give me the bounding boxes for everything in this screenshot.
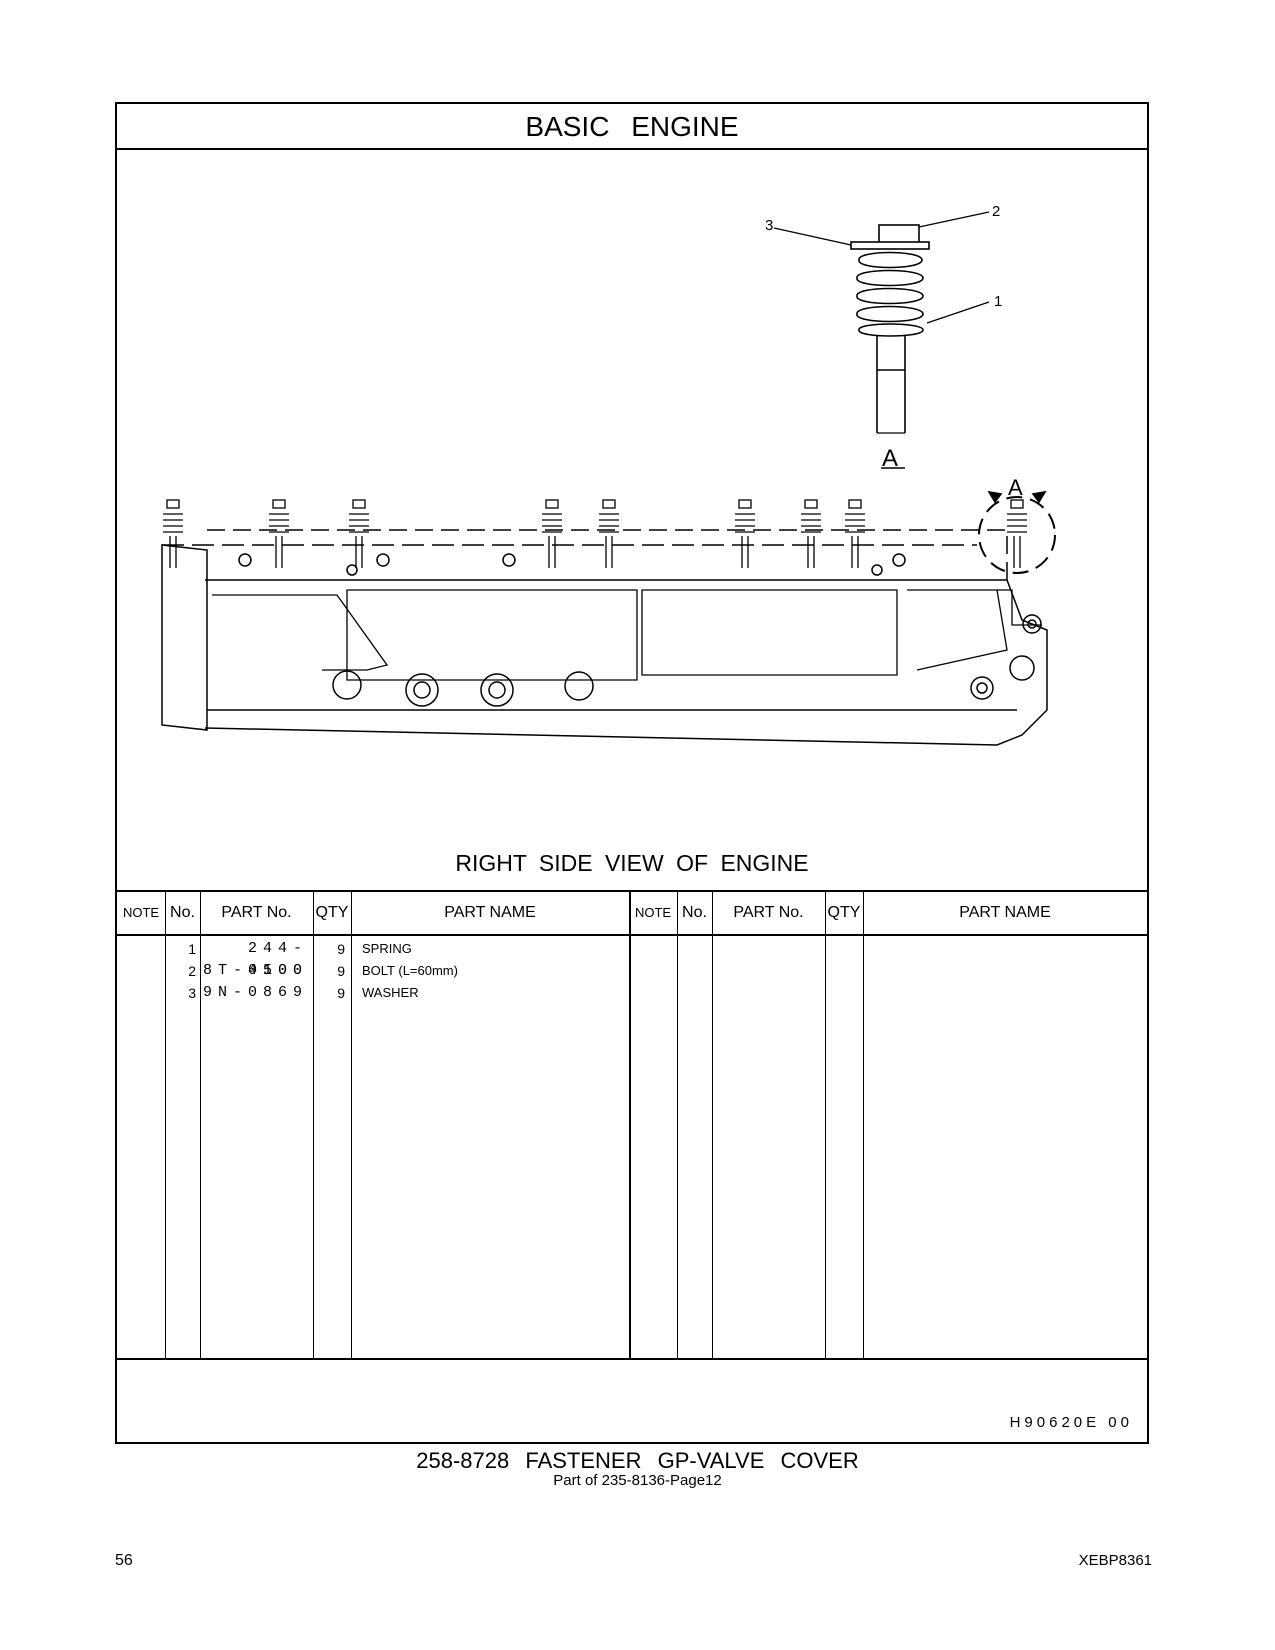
- document-number: XEBP8361: [1078, 1552, 1152, 1569]
- column-divider: [200, 892, 201, 1358]
- figure-code: H90620E 00: [1009, 1414, 1133, 1431]
- column-divider: [712, 892, 713, 1358]
- column-divider: [313, 892, 314, 1358]
- column-divider: [351, 892, 352, 1358]
- column-divider: [629, 892, 631, 1358]
- view-caption: RIGHT SIDE VIEW OF ENGINE: [455, 850, 809, 876]
- row-part-no: 8T-0100: [202, 962, 308, 979]
- parts-table: NOTE No. PART No. QTY PART NAME NOTE No.…: [117, 890, 1147, 1360]
- header-no: No.: [170, 904, 195, 921]
- row-qty: 9: [337, 985, 345, 1001]
- table-header: NOTE No. PART No. QTY PART NAME NOTE No.…: [117, 892, 1147, 936]
- callout-3: 3: [765, 217, 773, 234]
- callout-2: 2: [992, 203, 1000, 220]
- engine-side-drawing: [161, 529, 1048, 746]
- engine-illustration: 3 2 1 A A RIGHT SIDE VIEW OF ENGINE: [117, 150, 1147, 890]
- detail-circle-marker: [978, 496, 1056, 574]
- header-part-no-2: PART No.: [733, 904, 804, 921]
- header-qty: QTY: [315, 904, 349, 921]
- row-no: 2: [188, 963, 196, 979]
- column-divider: [165, 892, 166, 1358]
- group-name: 258-8728 FASTENER GP-VALVE COVER: [416, 1448, 859, 1473]
- detail-label: A: [882, 445, 898, 472]
- row-part-no: 244-4500: [247, 940, 308, 979]
- view-marker-label: A: [1008, 475, 1023, 500]
- header-no-2: No.: [682, 904, 707, 921]
- section-title: BASIC ENGINE: [117, 104, 1147, 150]
- bolt-row-drawing: [163, 499, 1027, 568]
- page-number: 56: [115, 1552, 133, 1569]
- part-of-reference: Part of 235-8136-Page12: [553, 1472, 722, 1489]
- header-part-no: PART No.: [221, 904, 292, 921]
- row-part-name: SPRING: [362, 941, 412, 956]
- detail-bolt-spring-drawing: [850, 224, 930, 434]
- row-no: 1: [188, 941, 196, 957]
- header-note: NOTE: [122, 905, 160, 920]
- row-part-no: 9N-0869: [202, 984, 308, 1001]
- row-part-name: BOLT (L=60mm): [362, 963, 458, 978]
- header-part-name: PART NAME: [444, 904, 536, 921]
- row-no: 3: [188, 985, 196, 1001]
- row-qty: 9: [337, 963, 345, 979]
- column-divider: [825, 892, 826, 1358]
- header-qty-2: QTY: [827, 904, 861, 921]
- column-divider: [863, 892, 864, 1358]
- column-divider: [677, 892, 678, 1358]
- row-part-name: WASHER: [362, 985, 419, 1000]
- callout-1: 1: [994, 293, 1002, 310]
- header-part-name-2: PART NAME: [959, 904, 1051, 921]
- row-qty: 9: [337, 941, 345, 957]
- parts-frame: BASIC ENGINE: [115, 102, 1149, 1444]
- header-note-2: NOTE: [634, 905, 672, 920]
